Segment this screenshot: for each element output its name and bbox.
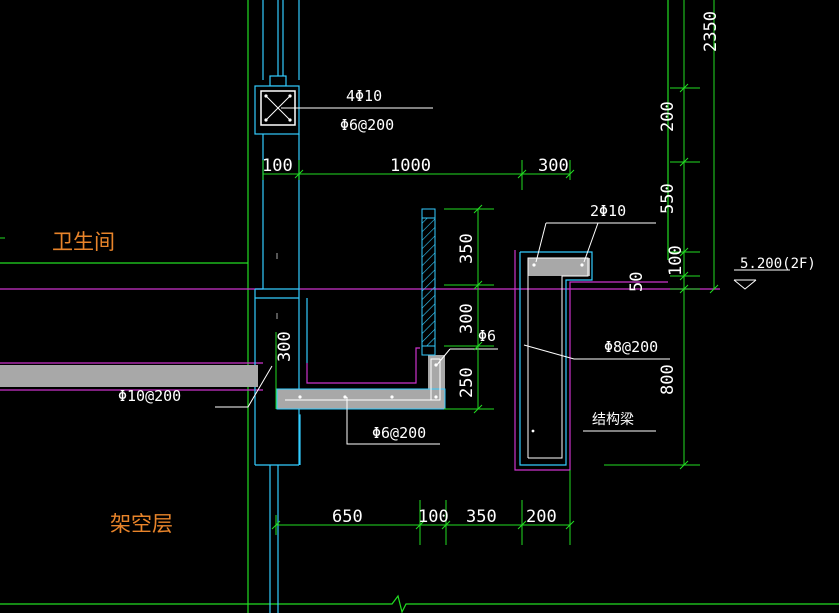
- structural-beam-label: 结构梁: [592, 412, 634, 428]
- dim-top-1000: 1000: [390, 156, 431, 176]
- slab-bottom-bar-label: Φ6@200: [372, 424, 426, 442]
- leader-lines: [215, 107, 670, 445]
- beam-main-bar-label: 2Φ10: [590, 202, 626, 220]
- dim-slab-depth-300: 300: [275, 331, 295, 362]
- dim-top-300: 300: [538, 156, 569, 176]
- beam-stirrup-label: Φ8@200: [604, 338, 658, 356]
- dim-parapet-300: 300: [457, 303, 477, 334]
- dim-right-50: 50: [627, 272, 647, 292]
- cantilever-slab: [276, 355, 446, 410]
- dimension-lines: [262, 0, 719, 545]
- dim-parapet-250: 250: [457, 367, 477, 398]
- dim-parapet-350: 350: [457, 233, 477, 264]
- elevation-label: 5.200(2F): [740, 256, 816, 272]
- upturn-bar-label: Φ6: [478, 327, 496, 345]
- room-label-bathroom: 卫生间: [52, 230, 115, 254]
- column-stirrup-label: Φ6@200: [340, 116, 394, 134]
- dim-bottom-350: 350: [466, 507, 497, 527]
- column-main-bar-label: 4Φ10: [346, 87, 382, 105]
- dim-bottom-100: 100: [418, 507, 449, 527]
- dim-bottom-200: 200: [526, 507, 557, 527]
- slab-top-bar-label: Φ10@200: [118, 387, 181, 405]
- structural-beam: [519, 251, 593, 466]
- dim-bottom-650: 650: [332, 507, 363, 527]
- left-slab: [0, 365, 258, 387]
- dim-right-800: 800: [658, 364, 678, 395]
- dim-right-100: 100: [666, 245, 686, 276]
- dim-right-200: 200: [658, 101, 678, 132]
- dim-right-2350: 2350: [701, 11, 721, 52]
- dim-right-550: 550: [658, 183, 678, 214]
- parapet: [421, 208, 436, 356]
- room-label-stilt-floor: 架空层: [110, 512, 173, 536]
- elevation-marker: [733, 269, 790, 290]
- level-lines: [0, 250, 720, 471]
- dim-top-100: 100: [262, 156, 293, 176]
